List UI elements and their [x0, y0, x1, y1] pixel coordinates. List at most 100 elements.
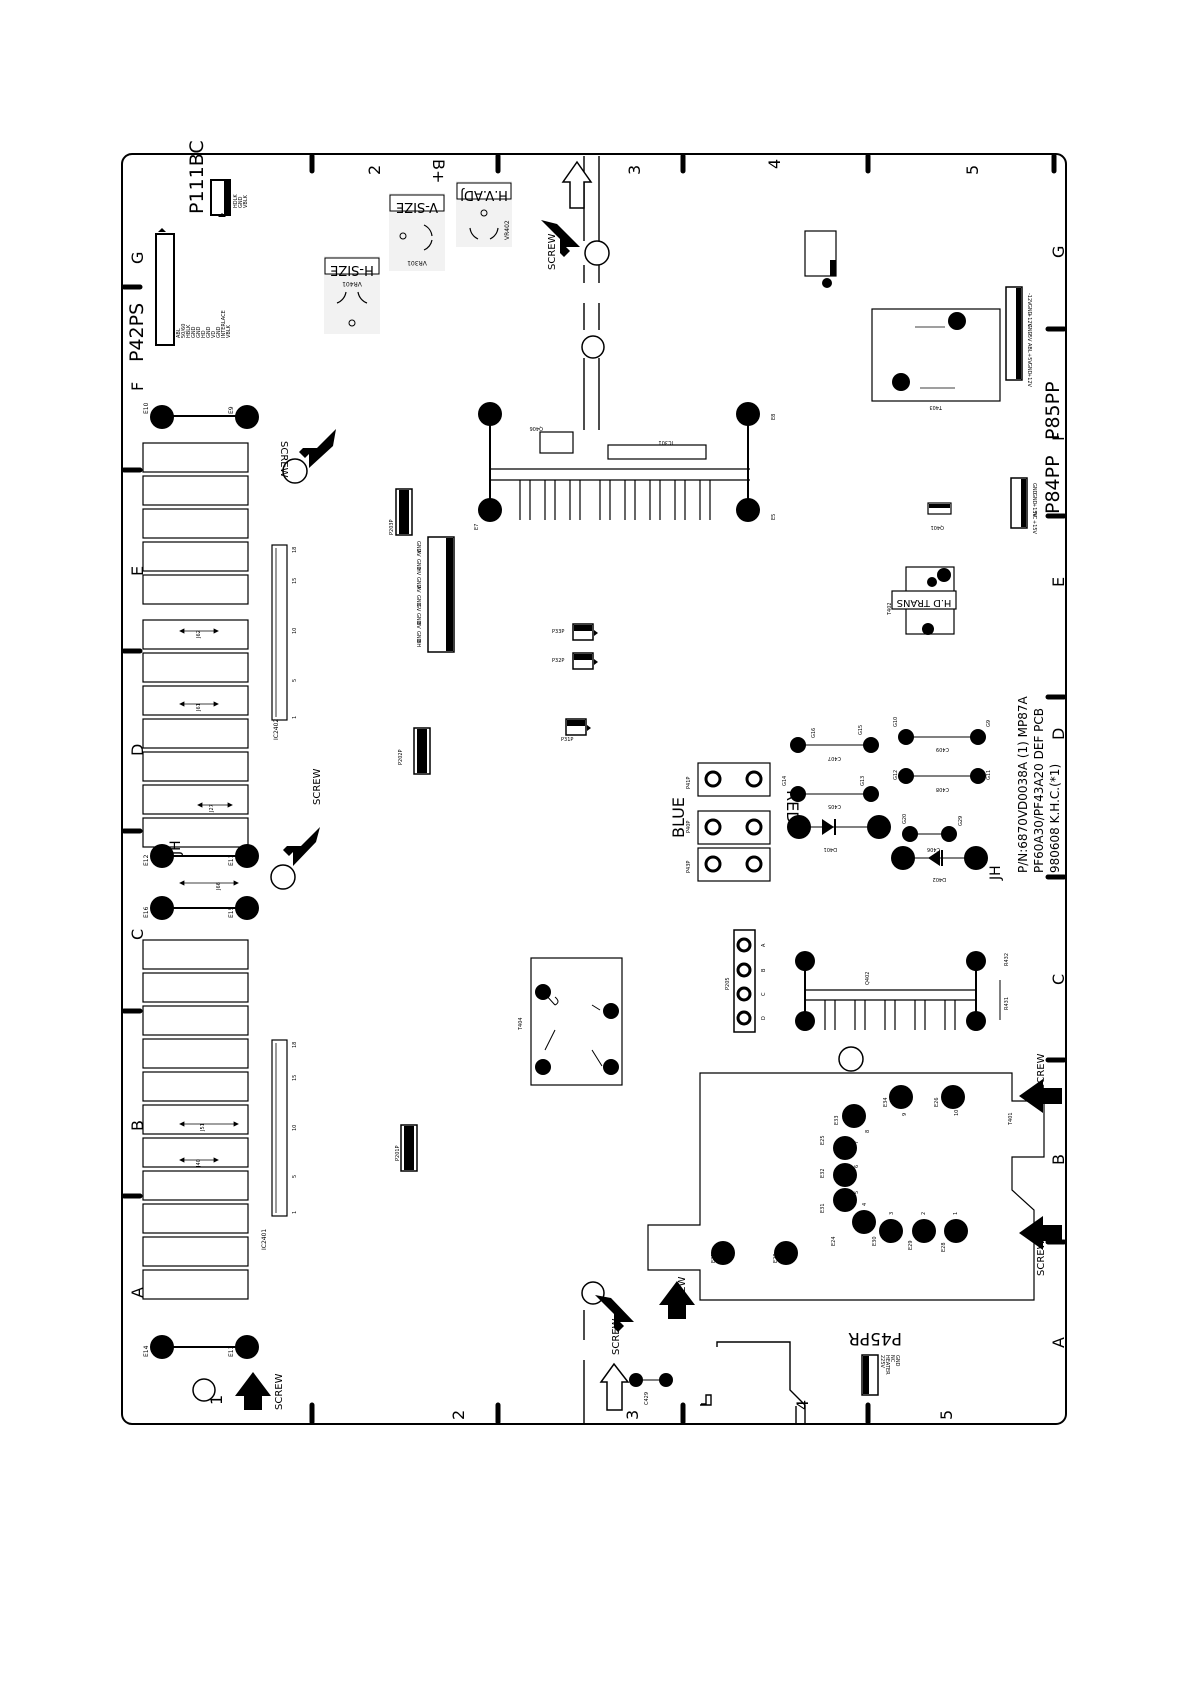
pad-label: E11	[228, 854, 235, 866]
screw-label: SCREW	[547, 233, 558, 270]
row-letter: C	[128, 929, 147, 940]
board-id-text: P/N:6870VD0038A (1) MP87A PF60A30/PF43A2…	[1016, 695, 1062, 873]
silkscreen-label: H.D TRANS	[897, 597, 952, 608]
pad	[842, 1104, 866, 1128]
pad	[478, 402, 502, 426]
pin-label: INTERLACE	[221, 310, 227, 338]
connector-p203p: P203P	[389, 488, 413, 536]
pin-label: VD	[211, 331, 217, 338]
silkscreen-label: C408	[936, 786, 949, 792]
center-heatsink-labels: Q406 IC301 E8 E7 E5	[474, 414, 777, 530]
silkscreen-label: P43P	[686, 861, 692, 873]
row-letter: G	[1049, 246, 1068, 258]
t403-transformer: T403	[871, 308, 1001, 410]
center-heatsink-pads	[478, 402, 760, 522]
pad	[659, 1373, 673, 1387]
q401: Q401	[927, 502, 952, 530]
jh-label: JH	[988, 865, 1004, 881]
top-edge-ticks	[309, 153, 1057, 174]
silkscreen-label: GND	[415, 595, 421, 607]
silkscreen-label: 5	[854, 1191, 860, 1194]
connector-p32p: P32P	[552, 652, 598, 670]
pad	[852, 1210, 876, 1234]
silkscreen-label: D402	[933, 876, 946, 882]
row-letter: D	[128, 744, 147, 756]
screw-arrow-icon: SCREW	[659, 1276, 695, 1319]
silkscreen-label: 18	[292, 547, 298, 553]
screw-label: SCREW	[278, 441, 289, 478]
row-letter: A	[128, 1287, 147, 1298]
pad	[150, 1335, 174, 1359]
silkscreen-label: GND	[415, 541, 421, 553]
pin-label: GND	[216, 326, 222, 338]
silkscreen-label: AV	[415, 586, 421, 593]
pin-label: VBLK	[243, 194, 249, 208]
silkscreen-label: P85PP	[1042, 381, 1064, 440]
ic-label: IC2401	[261, 1229, 268, 1250]
silkscreen-label: R432	[1004, 953, 1010, 966]
bottom-traces	[700, 1341, 806, 1423]
silkscreen-label: 10	[292, 1125, 298, 1131]
pad	[902, 826, 918, 842]
pot-title: V-SIZE	[396, 199, 438, 214]
pad	[941, 826, 957, 842]
silkscreen-label: GND	[1026, 363, 1032, 375]
silkscreen-label: P45PR	[848, 1328, 902, 1348]
pad	[898, 729, 914, 745]
silkscreen-label: G11	[986, 770, 992, 780]
screw-label: SCREW	[1036, 1053, 1047, 1090]
jumper-label: J62	[196, 630, 202, 639]
pin-hole	[704, 770, 722, 788]
silkscreen-label: E5	[771, 514, 777, 520]
mounting-hole	[192, 1378, 216, 1402]
q402-heatsink	[804, 961, 977, 1030]
pad	[879, 1219, 903, 1243]
pad	[235, 896, 259, 920]
connector-p42ps: P42PS ABL 50/60 HBLK GND GND HD GND VD G…	[126, 228, 232, 362]
silkscreen-label: +12V	[1026, 313, 1032, 328]
col-number: 5	[963, 165, 982, 175]
pad	[795, 951, 815, 971]
arrow-up-icon	[561, 160, 593, 209]
connector-p85pp: P85PP -12V GND +12V GND -5V ABL +5V GND …	[1005, 286, 1064, 440]
silkscreen-label: Q401	[931, 524, 944, 530]
silkscreen-label: T403	[929, 404, 943, 410]
pad	[970, 768, 986, 784]
silkscreen-label: G9	[986, 720, 992, 727]
silkscreen-label: E25	[820, 1135, 826, 1145]
silkscreen-label: AV	[415, 550, 421, 557]
silkscreen-label: P31P	[561, 737, 573, 743]
pin-label: GND	[206, 326, 212, 338]
silkscreen-label: P203P	[389, 519, 395, 535]
screw-arrow-icon: SCREW	[595, 1295, 634, 1355]
pin-label: HD	[201, 330, 207, 338]
screw-label: SCREW	[677, 1276, 688, 1313]
screw-arrow-icon: SCREW	[541, 220, 580, 270]
pad	[711, 1241, 735, 1265]
pad	[795, 1011, 815, 1031]
connector-p45pr: P45PR HEATER NC GND 225V	[848, 1328, 902, 1396]
screw-label: SCREW	[312, 768, 323, 805]
silkscreen-label: 1	[292, 1211, 298, 1214]
pad	[235, 1335, 259, 1359]
pad	[787, 815, 811, 839]
pot-hvadj: H.V.ADJ VR402	[456, 181, 512, 247]
pad	[922, 623, 934, 635]
silkscreen-label: 5	[292, 679, 298, 682]
pot-ref: VR301	[407, 259, 427, 266]
row-letter: F	[128, 382, 147, 391]
col-number: 3	[625, 165, 644, 175]
row-letter: G	[128, 252, 147, 264]
silkscreen-label: C405	[828, 803, 841, 809]
silkscreen-label: GND	[1026, 304, 1032, 316]
mounting-hole	[838, 1046, 864, 1072]
pad	[833, 1188, 857, 1212]
p42ps-label: P42PS	[126, 303, 148, 362]
ribbon-connector: GND AV GND HV GND AV GND GV GND BV GND B…	[415, 536, 455, 653]
flyback-labels: E34 E26 E33 E25 E32 E31 E24 E30 E29 E28 …	[711, 1097, 1014, 1263]
silkscreen-label: C429	[644, 1392, 650, 1405]
diodes: D401 D402 JH	[787, 815, 1004, 882]
silkscreen-label: E30	[872, 1236, 878, 1246]
connector-p202p: P202P	[398, 727, 431, 775]
